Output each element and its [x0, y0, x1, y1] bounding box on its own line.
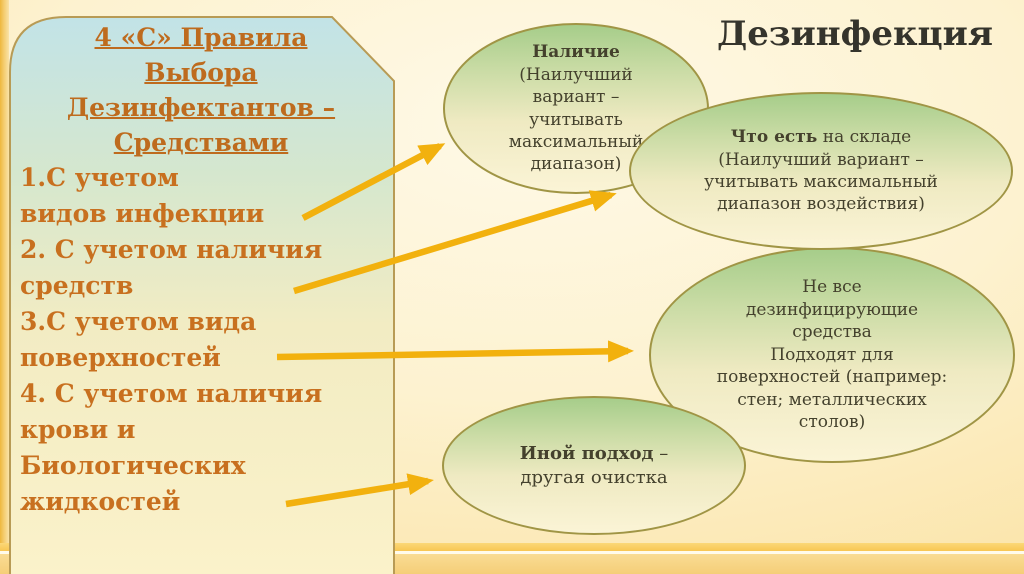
bubble-text-line: (Наилучший: [519, 64, 633, 85]
bubble-text-line: другая очистка: [520, 466, 668, 488]
bubble-other-approach: Иной подход – другая очистка: [442, 396, 746, 535]
bubble-text: –: [653, 442, 669, 464]
left-accent-bar: [0, 0, 9, 574]
bubble-text-line: учитывать: [529, 109, 623, 130]
bubble-text-line: дезинфицирующие: [745, 299, 919, 320]
bubble-text-line: максимальный: [508, 131, 644, 152]
panel-heading-line: Средствами: [113, 128, 289, 157]
rule-item-line: 3.С учетом вида: [20, 307, 257, 336]
bubble-bold-text: Что есть: [730, 127, 818, 148]
slide-title: Дезинфекция: [717, 14, 993, 54]
rule-item-line: 2. С учетом наличия: [20, 235, 323, 264]
bottom-stripe-white: [0, 551, 1024, 554]
rule-item-line: видов инфекции: [20, 199, 265, 228]
bubble-text-line: Что есть на складе: [731, 126, 911, 148]
bubble-text-line: поверхностей (например:: [716, 367, 948, 388]
bubble-availability: Наличие (Наилучший вариант – учитывать м…: [443, 23, 709, 194]
bubble-text-line: (Наилучший вариант –: [718, 149, 924, 170]
rule-item-line: 4. С учетом наличия: [20, 379, 323, 408]
bubble-text: на складе: [817, 127, 912, 148]
bubble-bold-text: Иной подход: [519, 442, 654, 464]
bubble-stock: Что есть на складе (Наилучший вариант – …: [629, 92, 1013, 250]
rule-item-line: Биологических: [20, 451, 246, 480]
bottom-stripe-gold: [0, 543, 1024, 551]
bubble-text-line: вариант –: [532, 87, 620, 108]
bottom-stripe-band: [0, 554, 1024, 574]
rules-panel-text: 4 «С» Правила Выбора Дезинфектантов – Ср…: [12, 20, 390, 520]
panel-heading-line: 4 «С» Правила: [94, 23, 308, 52]
rule-item-line: 1.С учетом: [20, 163, 179, 192]
bubble-text-line: стен; металлических: [737, 389, 927, 410]
bubble-text-line: диапазон): [530, 154, 622, 175]
rule-item-line: средств: [20, 271, 134, 300]
bubble-text-line: Подходят для: [770, 344, 894, 365]
bubble-text-line: столов): [798, 412, 866, 433]
rule-item-line: поверхностей: [20, 343, 221, 372]
bubble-text-line: учитывать максимальный: [704, 172, 938, 192]
panel-heading-line: Дезинфектантов –: [66, 93, 336, 122]
bubble-text-line: Не все: [802, 277, 862, 298]
rule-item-line: жидкостей: [20, 487, 181, 516]
bubble-text-line: диапазон воздействия): [717, 194, 925, 215]
panel-heading-line: Выбора: [144, 58, 258, 87]
bubble-text-line: средства: [792, 322, 872, 343]
rule-item-line: крови и: [20, 415, 136, 444]
bubble-text-line: Иной подход –: [520, 442, 668, 466]
bubble-title: Наличие: [532, 42, 620, 63]
